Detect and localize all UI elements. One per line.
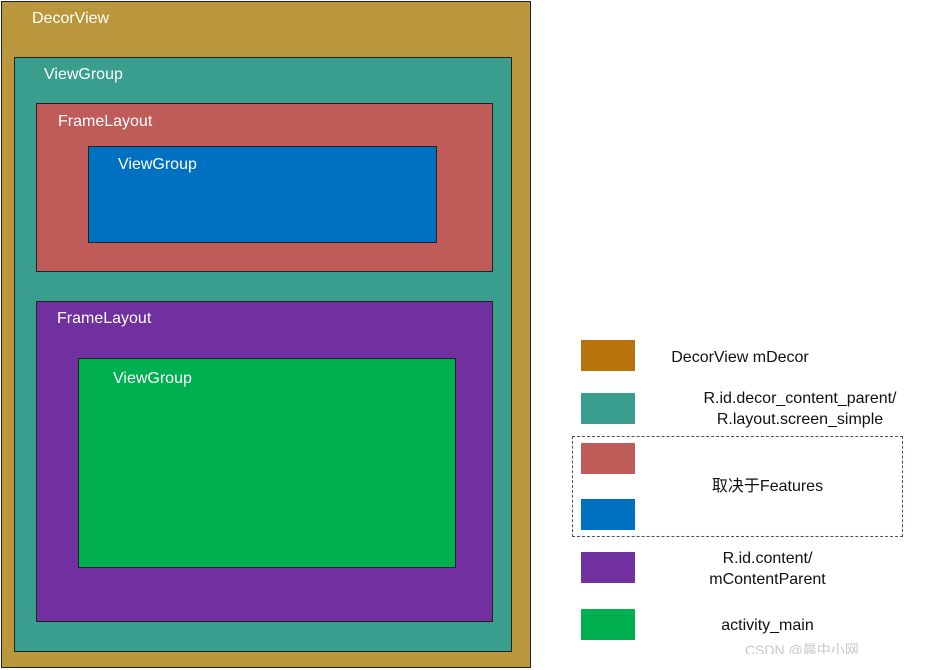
legend-swatch-decor (581, 340, 635, 371)
legend-swatch-activity-main (581, 609, 635, 640)
view-group-outer-label: ViewGroup (44, 66, 123, 83)
legend-swatch-content (581, 552, 635, 583)
legend-content-line2: mContentParent (709, 571, 826, 588)
view-group-bottom-box: ViewGroup (78, 358, 456, 568)
legend-activity-main-text: activity_main (721, 617, 814, 634)
legend-swatch-features-blue (581, 499, 635, 530)
legend-features-text: 取决于Features (711, 478, 824, 495)
view-group-top-box: ViewGroup (88, 146, 437, 243)
view-group-bottom-label: ViewGroup (113, 370, 192, 387)
legend-decor-content-parent-line1: R.id.decor_content_parent/ (703, 390, 897, 407)
legend-swatch-features-red (581, 443, 635, 474)
features-group-dashed-border (572, 436, 903, 537)
legend-content-line1: R.id.content/ (722, 550, 813, 567)
view-group-top-label: ViewGroup (118, 156, 197, 173)
legend-label-decor-content-parent: R.id.decor_content_parent/ R.layout.scre… (680, 388, 920, 430)
legend-decor-content-parent-line2: R.layout.screen_simple (716, 411, 884, 428)
legend-decor-text: DecorView mDecor (671, 349, 809, 366)
legend-label-features: 取决于Features (680, 476, 855, 497)
legend-label-activity-main: activity_main (680, 615, 855, 636)
frame-layout-top-label: FrameLayout (58, 113, 153, 130)
watermark-text: CSDN @晨中小网 (745, 642, 859, 654)
legend-label-content: R.id.content/ mContentParent (680, 548, 855, 590)
decor-view-label: DecorView (32, 10, 110, 27)
frame-layout-bottom-label: FrameLayout (57, 310, 152, 327)
legend-swatch-decor-content-parent (581, 393, 635, 424)
legend-label-decor: DecorView mDecor (650, 347, 830, 368)
